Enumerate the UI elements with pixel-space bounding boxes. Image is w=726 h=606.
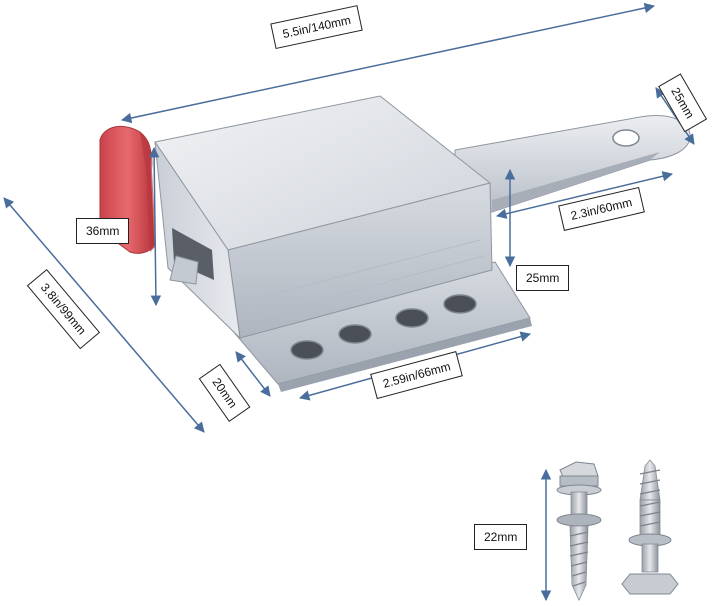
bolt-extension-dimension-line — [495, 171, 674, 219]
handle-height-dimension-line — [148, 146, 162, 307]
hex-head-screw — [556, 461, 602, 601]
base-hole-4 — [443, 294, 477, 314]
length-dimension-line — [120, 2, 656, 124]
overall-height-dimension-line — [3, 197, 205, 433]
base-hole-3 — [395, 308, 429, 328]
base-hole-2 — [338, 324, 372, 344]
drill-point-screw — [621, 459, 679, 595]
base-depth-dimension-line — [235, 351, 271, 397]
base-hole-1 — [290, 340, 324, 360]
handle-height-label: 36mm — [76, 218, 130, 244]
bar-mounting-hole — [612, 129, 640, 147]
screw-length-label: 22mm — [474, 524, 528, 550]
body-height-label: 25mm — [516, 265, 570, 291]
